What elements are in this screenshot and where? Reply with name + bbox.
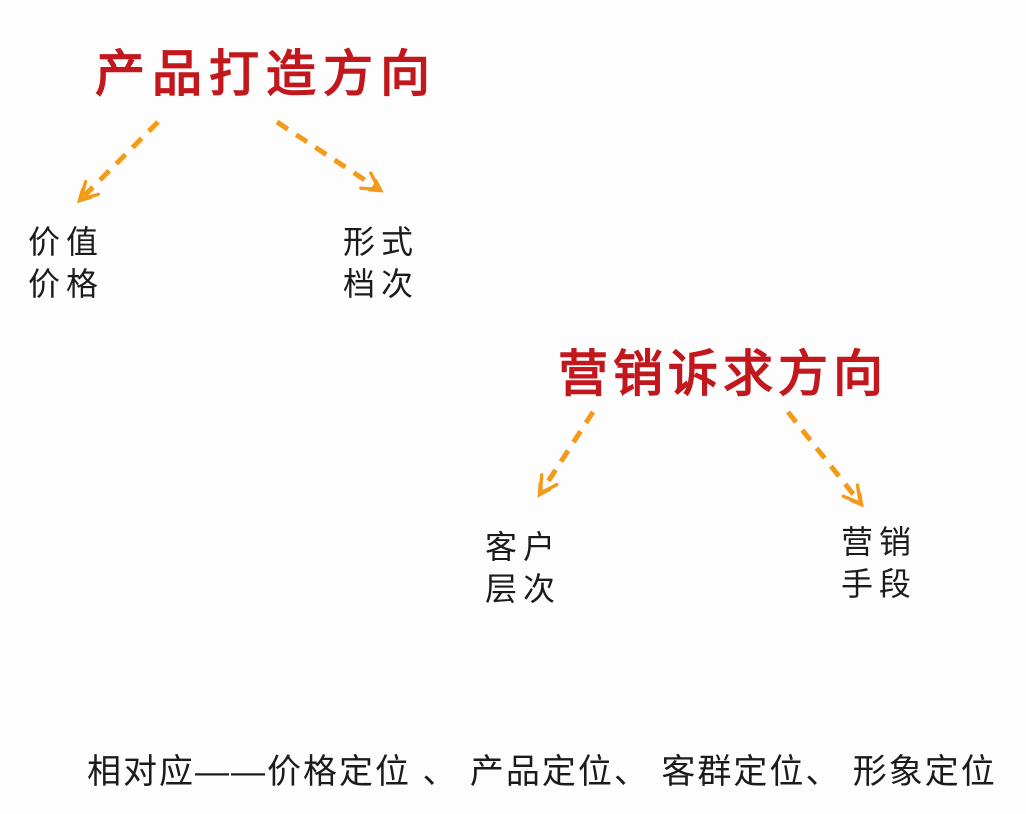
- grade-line: 档次: [343, 266, 420, 302]
- customer-level-label: 客户 层次: [485, 526, 561, 610]
- arrow-marketing-to-marketing-means-icon: [786, 410, 864, 508]
- marketing-means-label: 营销 手段: [841, 521, 917, 605]
- form-line: 形式: [343, 224, 420, 260]
- arrow-product-to-form-grade-icon: [275, 119, 384, 193]
- marketing-direction-title: 营销诉求方向: [558, 346, 888, 402]
- form-grade-label: 形式 档次: [343, 221, 419, 305]
- arrow-marketing-to-customer-level-icon: [537, 410, 596, 498]
- arrow-product-to-value-price-icon: [76, 120, 160, 204]
- price-line: 价格: [28, 266, 105, 302]
- marketing-line: 营销: [841, 524, 918, 560]
- customer-line: 客户: [485, 529, 562, 565]
- value-price-label: 价值 价格: [28, 221, 104, 305]
- product-direction-title: 产品打造方向: [95, 46, 437, 102]
- positioning-summary-text: 相对应——价格定位 、 产品定位、 客群定位、 形象定位: [87, 753, 997, 791]
- means-line: 手段: [841, 566, 918, 602]
- value-line: 价值: [28, 224, 105, 260]
- level-line: 层次: [485, 571, 562, 607]
